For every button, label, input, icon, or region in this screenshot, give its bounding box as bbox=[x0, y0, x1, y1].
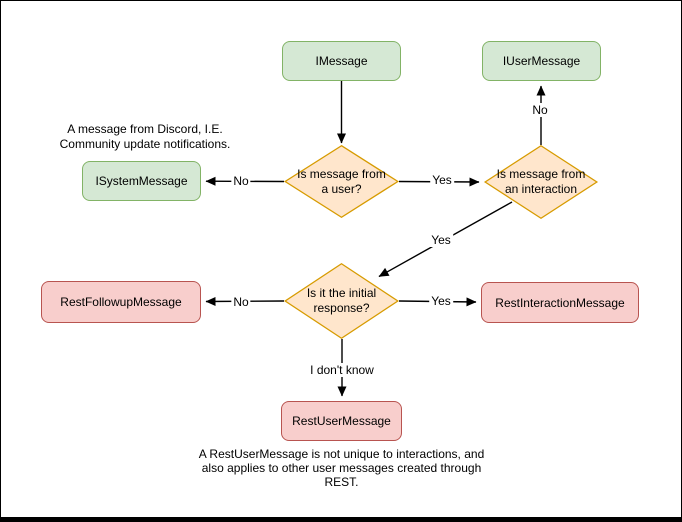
decision-is-message-from-user-label: Is message from a user? bbox=[297, 166, 386, 196]
edge-label-initial-yes: Yes bbox=[429, 294, 453, 308]
edge-label-interaction-yes: Yes bbox=[429, 233, 453, 247]
node-imessage-label: IMessage bbox=[315, 54, 368, 68]
node-restfollowupmessage: RestFollowupMessage bbox=[41, 281, 201, 323]
decision-is-message-from-interaction: Is message from an interaction bbox=[484, 145, 598, 219]
edge-label-user-yes: Yes bbox=[430, 173, 454, 187]
node-restusermessage: RestUserMessage bbox=[281, 401, 402, 441]
edge-label-initial-unknown: I don't know bbox=[308, 363, 376, 377]
annotation-system-message-note: A message from Discord, I.E. Community u… bbox=[59, 122, 231, 151]
diamond-shape bbox=[484, 145, 598, 219]
node-imessage: IMessage bbox=[282, 41, 401, 81]
diamond-shape bbox=[284, 145, 399, 218]
decision-is-message-from-interaction-label: Is message from an interaction bbox=[496, 167, 586, 196]
node-restfollowupmessage-label: RestFollowupMessage bbox=[60, 295, 182, 309]
node-iusermessage: IUserMessage bbox=[482, 41, 601, 81]
node-iusermessage-label: IUserMessage bbox=[502, 54, 581, 68]
node-isystemmessage-label: ISystemMessage bbox=[95, 174, 188, 188]
node-isystemmessage: ISystemMessage bbox=[82, 161, 201, 201]
node-restinteractionmessage: RestInteractionMessage bbox=[481, 282, 639, 323]
node-restinteractionmessage-label: RestInteractionMessage bbox=[495, 295, 625, 310]
decision-is-initial-response-label: Is it the initial response? bbox=[306, 286, 377, 315]
decision-is-message-from-user: Is message from a user? bbox=[284, 145, 399, 218]
node-restusermessage-label: RestUserMessage bbox=[292, 414, 391, 428]
diamond-shape bbox=[284, 263, 399, 339]
annotation-rest-user-message-note: A RestUserMessage is not unique to inter… bbox=[198, 447, 485, 489]
decision-is-initial-response: Is it the initial response? bbox=[284, 263, 399, 339]
edge-label-initial-no: No bbox=[231, 295, 251, 309]
edge-label-interaction-no: No bbox=[530, 103, 550, 117]
edge-label-user-no: No bbox=[231, 174, 251, 188]
